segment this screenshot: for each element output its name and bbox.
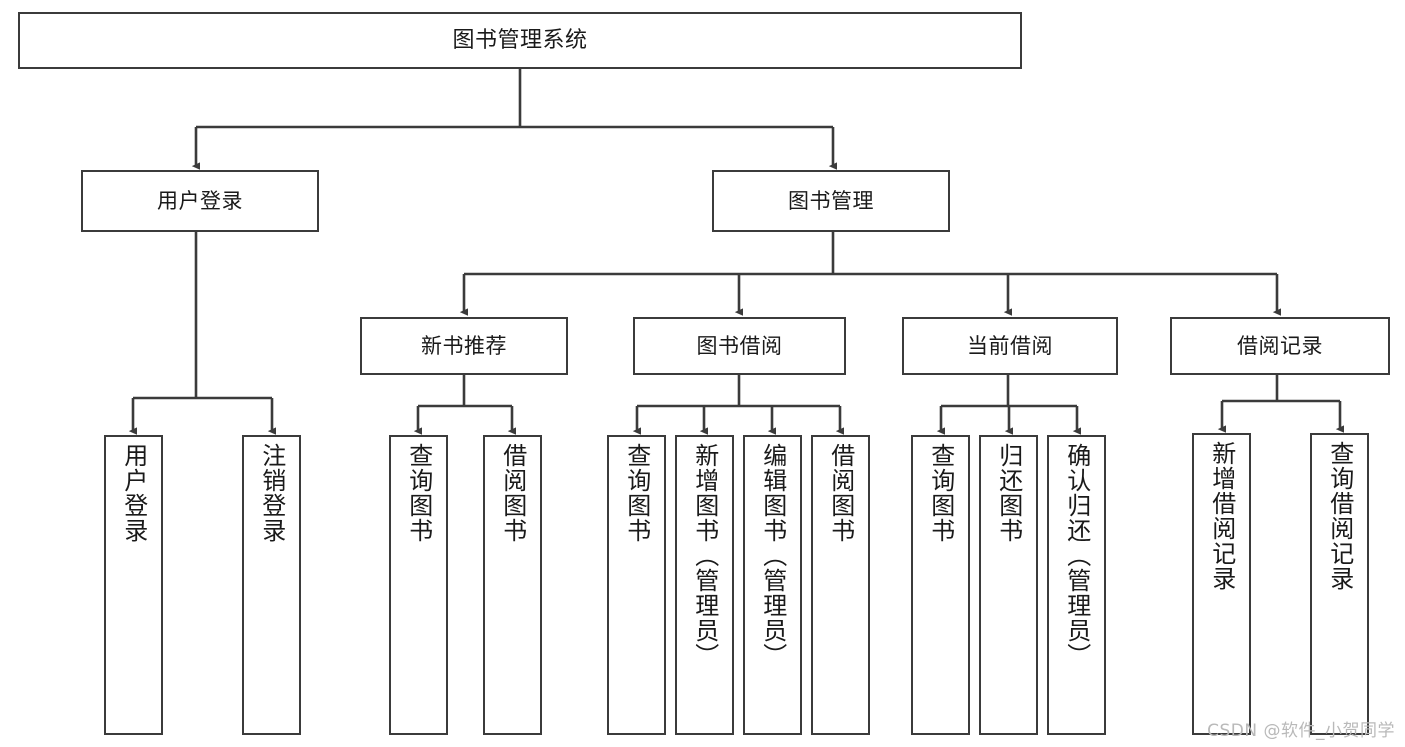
node-label: 用户登录 [157,188,243,213]
node-label: 当前借阅 [967,333,1053,358]
node-leaf-edit-book[interactable]: 编辑图书（管理员） [743,435,802,735]
node-leaf-query-book-2[interactable]: 查询图书 [607,435,666,735]
node-user-login[interactable]: 用户登录 [81,170,319,232]
node-leaf-query-record[interactable]: 查询借阅记录 [1310,433,1369,735]
node-leaf-return-book[interactable]: 归还图书 [979,435,1038,735]
node-leaf-borrow-book-1[interactable]: 借阅图书 [483,435,542,735]
node-label: 借阅记录 [1237,333,1323,358]
node-current-borrow[interactable]: 当前借阅 [902,317,1118,375]
node-leaf-user-login[interactable]: 用户登录 [104,435,163,735]
node-label: 查询图书 [404,443,433,543]
node-label: 图书管理系统 [452,27,588,53]
node-leaf-logout[interactable]: 注销登录 [242,435,301,735]
node-label: 新增借阅记录 [1207,441,1236,591]
node-label: 新书推荐 [421,333,507,358]
node-label: 归还图书 [994,443,1023,543]
node-label: 图书管理 [788,188,874,213]
node-label: 查询图书 [622,443,651,543]
node-leaf-add-book[interactable]: 新增图书（管理员） [675,435,734,735]
node-borrow-record[interactable]: 借阅记录 [1170,317,1390,375]
node-label: 借阅图书 [498,443,527,543]
node-label: 查询图书 [926,443,955,543]
node-root-book-management-system[interactable]: 图书管理系统 [18,12,1022,69]
node-label: 借阅图书 [826,443,855,543]
csdn-watermark: CSDN @软件_小贺同学 [1207,721,1395,741]
node-label: 查询借阅记录 [1325,441,1354,591]
node-leaf-add-record[interactable]: 新增借阅记录 [1192,433,1251,735]
node-leaf-borrow-book-2[interactable]: 借阅图书 [811,435,870,735]
node-leaf-query-book-3[interactable]: 查询图书 [911,435,970,735]
node-new-book-recommend[interactable]: 新书推荐 [360,317,568,375]
node-leaf-query-book-1[interactable]: 查询图书 [389,435,448,735]
node-label: 确认归还（管理员） [1062,443,1091,668]
node-label: 图书借阅 [696,333,783,358]
node-label: 新增图书（管理员） [690,443,719,668]
node-book-manage[interactable]: 图书管理 [712,170,950,232]
node-book-borrow[interactable]: 图书借阅 [633,317,846,375]
node-label: 注销登录 [257,443,286,543]
node-leaf-confirm-return[interactable]: 确认归还（管理员） [1047,435,1106,735]
node-label: 用户登录 [119,443,148,543]
node-label: 编辑图书（管理员） [758,443,787,668]
